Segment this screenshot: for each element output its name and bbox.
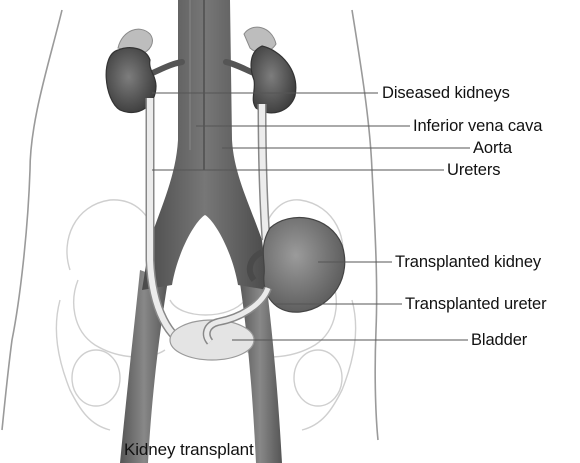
label-aorta: Aorta [473,140,512,157]
label-inferior-vena-cava: Inferior vena cava [413,118,542,135]
label-bladder: Bladder [471,332,527,349]
label-transplanted-ureter: Transplanted ureter [405,296,546,313]
label-ureters: Ureters [447,162,500,179]
label-transplanted-kidney: Transplanted kidney [395,254,541,271]
label-diseased-kidneys: Diseased kidneys [382,85,510,102]
figure-caption: Kidney transplant [124,441,254,458]
